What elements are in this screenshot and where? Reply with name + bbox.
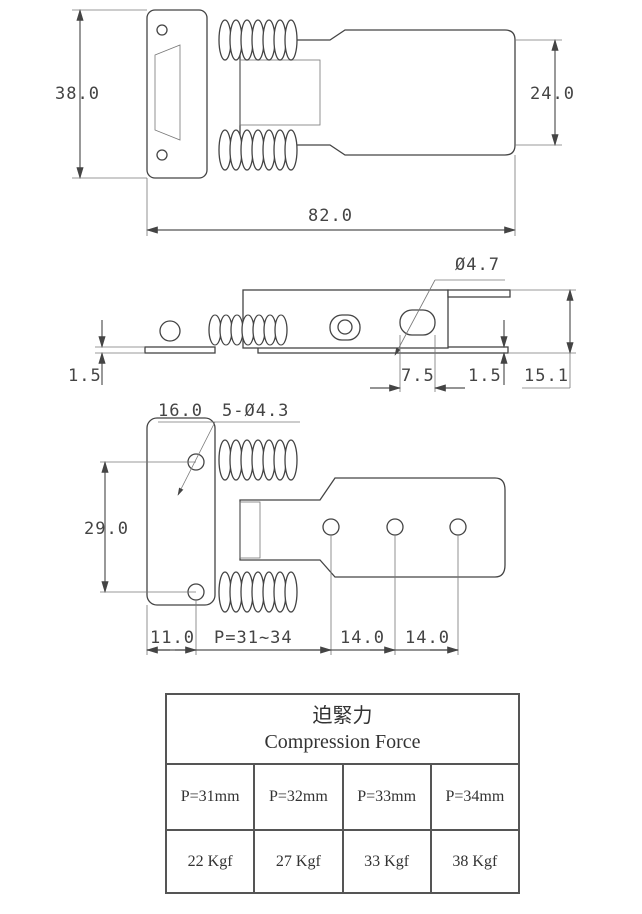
dim-11: 11.0: [150, 628, 195, 648]
value-p31: 22 Kgf: [164, 829, 256, 894]
dim-1-5-left: 1.5: [68, 366, 102, 386]
hook-slot: [399, 309, 436, 336]
dim-1-5-right: 1.5: [468, 366, 502, 386]
table-row: 22 Kgf 27 Kgf 33 Kgf 38 Kgf: [164, 829, 521, 894]
col-p34: P=34mm: [429, 763, 521, 831]
dim-82: 82.0: [308, 206, 353, 226]
value-p34: 38 Kgf: [429, 829, 521, 894]
col-p32: P=32mm: [253, 763, 344, 831]
mount-hole: [449, 518, 467, 536]
dim-15-1: 15.1: [524, 366, 569, 386]
col-p33: P=33mm: [341, 763, 432, 831]
dim-38: 38.0: [55, 84, 100, 104]
title-en: Compression Force: [264, 731, 421, 753]
compression-force-table: 迫緊力 Compression Force P=31mm P=32mm P=33…: [164, 693, 521, 894]
table-row: P=31mm P=32mm P=33mm P=34mm: [164, 763, 521, 831]
title-cn: 迫緊力: [312, 705, 373, 727]
base-plate: [146, 9, 208, 179]
dim-5-holes: 5-Ø4.3: [222, 401, 289, 421]
mount-hole: [322, 518, 340, 536]
dim-24: 24.0: [530, 84, 575, 104]
base-plate-bottom: [146, 417, 216, 606]
value-p32: 27 Kgf: [253, 829, 344, 894]
mount-hole: [386, 518, 404, 536]
dim-29: 29.0: [84, 519, 129, 539]
col-p31: P=31mm: [164, 763, 256, 831]
dim-7-5: 7.5: [401, 366, 435, 386]
dim-hole-4-7: Ø4.7: [455, 255, 500, 275]
side-view: Ø4.7 1.5 7.5 1.5 15.1: [68, 255, 576, 392]
bottom-view: 16.0 5-Ø4.3 29.0 11.0 P=31~34 14.0 14.0: [84, 401, 506, 655]
dim-14-b: 14.0: [405, 628, 450, 648]
dim-14-a: 14.0: [340, 628, 385, 648]
top-view: 38.0 24.0 82.0: [55, 8, 575, 236]
table-header: 迫緊力 Compression Force: [165, 693, 520, 765]
value-p33: 33 Kgf: [341, 829, 432, 894]
dim-16: 16.0: [158, 401, 203, 421]
dim-p-range: P=31~34: [214, 628, 293, 648]
